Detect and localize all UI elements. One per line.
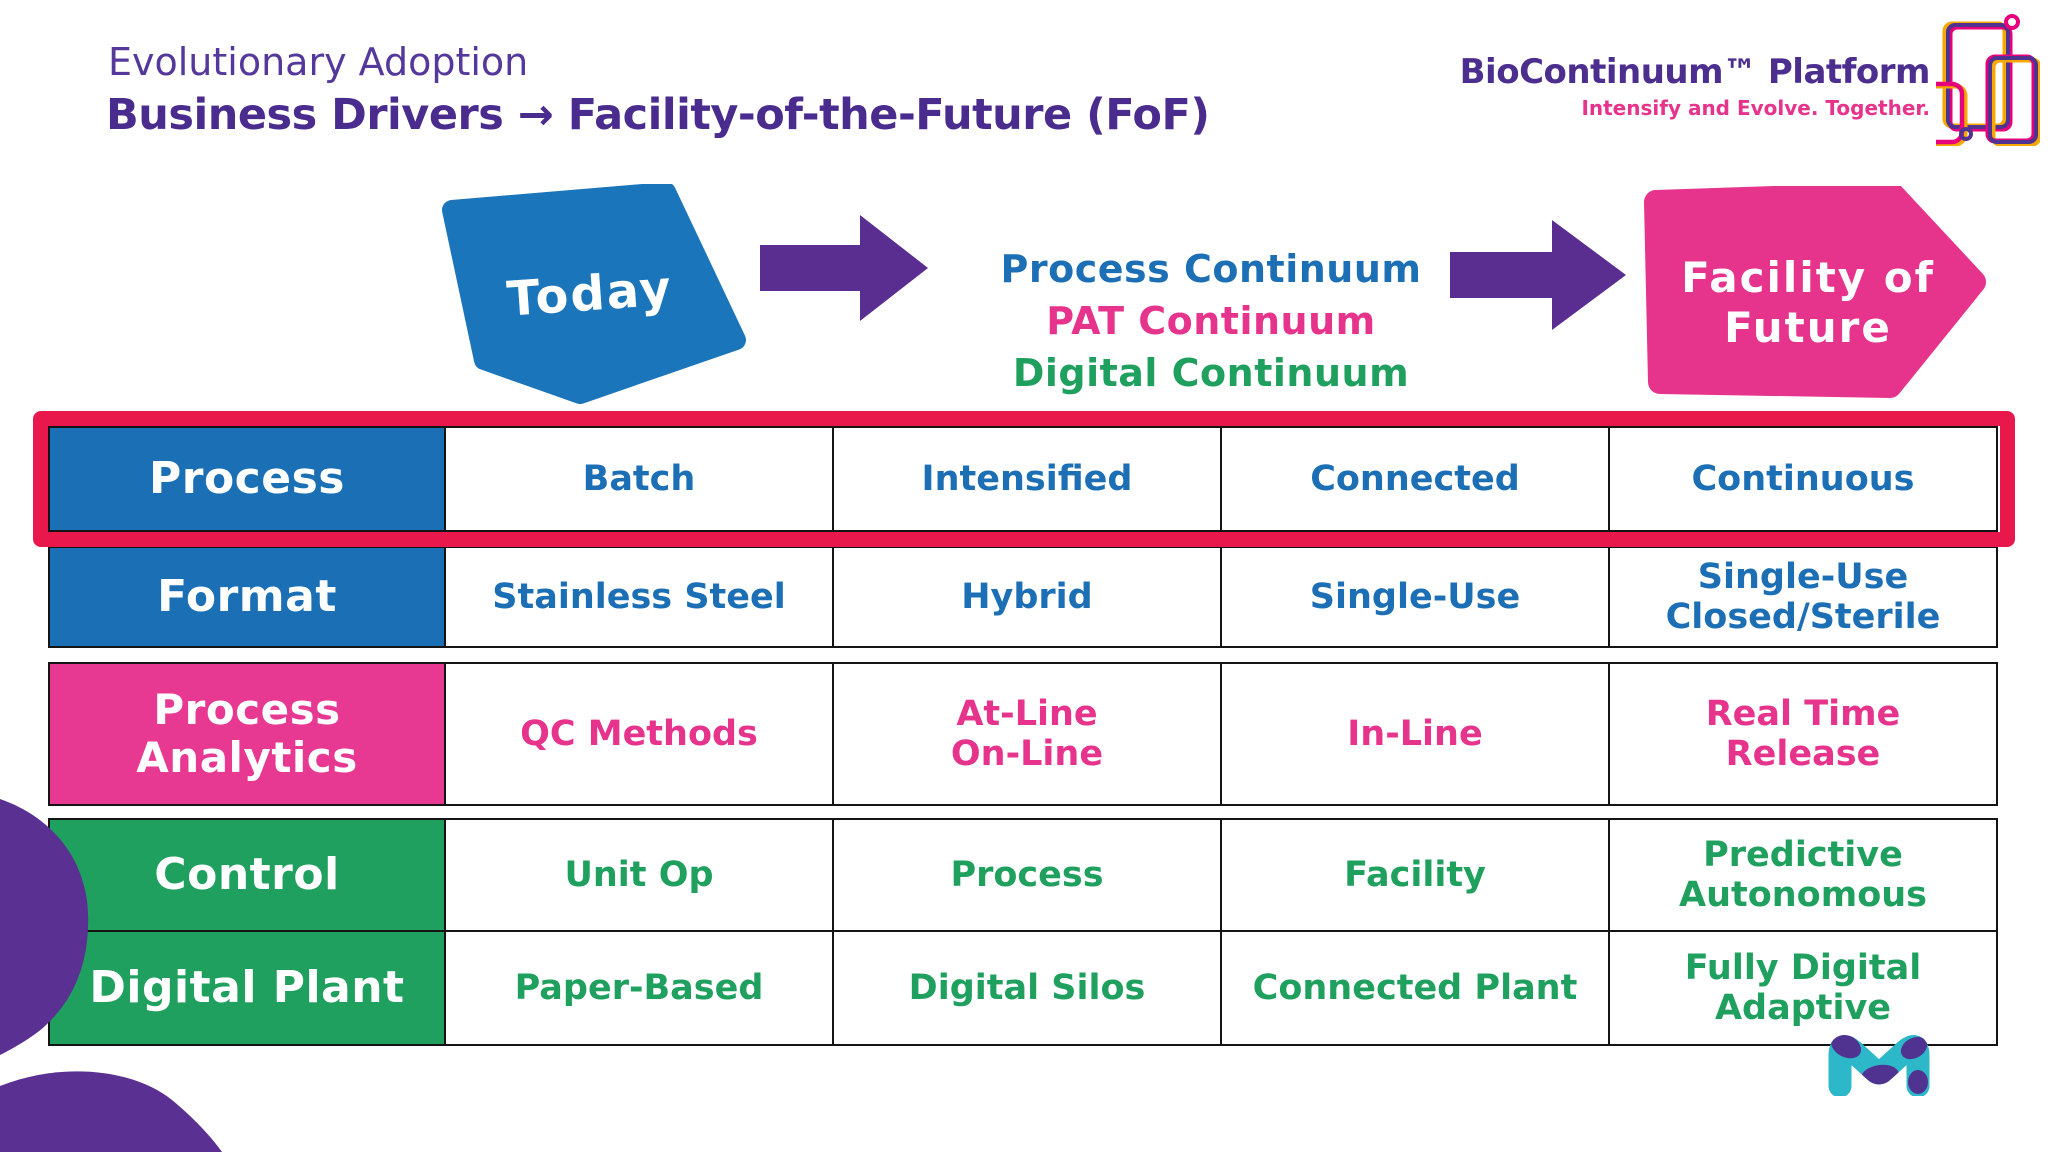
digital-continuum-label: Digital Continuum — [1012, 351, 1410, 395]
flow-arrow-icon — [760, 215, 928, 321]
continuum-list: Process Continuum PAT Continuum Digital … — [950, 243, 1472, 399]
flow-arrow-icon — [1450, 220, 1626, 330]
table-cell: Digital Silos — [832, 932, 1220, 1044]
table-cell: Real Time Release — [1608, 664, 1996, 804]
brand-tagline: Intensify and Evolve. Together. — [1581, 96, 1930, 120]
today-label: Today — [505, 260, 674, 327]
table-cell: Single-Use — [1220, 548, 1608, 646]
table-cell: Hybrid — [832, 548, 1220, 646]
row-header-digital-plant: Digital Plant — [50, 932, 444, 1044]
merck-logo-icon — [1828, 1033, 1930, 1096]
table-cell: Batch — [444, 428, 832, 530]
table-row-process-analytics: Process Analytics QC Methods At-Line On-… — [48, 662, 1998, 806]
table-cell: At-Line On-Line — [832, 664, 1220, 804]
process-continuum-label: Process Continuum — [1000, 247, 1422, 291]
brand-name: BioContinuum™ Platform — [1459, 52, 1931, 92]
future-label-line2: Future — [1724, 303, 1892, 352]
table-cell: Continuous — [1608, 428, 1996, 530]
slide-eyebrow: Evolutionary Adoption — [108, 40, 529, 84]
table-cell: Stainless Steel — [444, 548, 832, 646]
purple-blob-decoration — [0, 799, 89, 1055]
table-cell: QC Methods — [444, 664, 832, 804]
purple-blob-decoration — [0, 1071, 222, 1152]
row-header-process: Process — [50, 428, 444, 530]
table-row-control: Control Unit Op Process Facility Predict… — [48, 818, 1998, 932]
table-cell: Connected Plant — [1220, 932, 1608, 1044]
future-label-line1: Facility of — [1681, 253, 1935, 302]
biocontinuum-vessels-icon — [1936, 14, 2040, 146]
today-shape: Today — [442, 184, 746, 404]
table-cell: Connected — [1220, 428, 1608, 530]
brand-lockup: BioContinuum™ Platform Intensify and Evo… — [1459, 52, 1931, 120]
table-cell: In-Line — [1220, 664, 1608, 804]
table-cell: Fully Digital Adaptive — [1608, 932, 1996, 1044]
page-title: Business Drivers → Facility-of-the-Futur… — [106, 90, 1210, 140]
row-header-format: Format — [50, 548, 444, 646]
table-cell: Single-Use Closed/Sterile — [1608, 548, 1996, 646]
table-cell: Unit Op — [444, 820, 832, 930]
facility-of-future-shape: Facility of Future — [1644, 186, 1986, 398]
table-cell: Process — [832, 820, 1220, 930]
table-row-format: Format Stainless Steel Hybrid Single-Use… — [48, 546, 1998, 648]
table-cell: Predictive Autonomous — [1608, 820, 1996, 930]
table-cell: Paper-Based — [444, 932, 832, 1044]
table-cell: Intensified — [832, 428, 1220, 530]
pat-continuum-label: PAT Continuum — [1046, 299, 1376, 343]
table-row-process: Process Batch Intensified Connected Cont… — [48, 426, 1998, 532]
table-cell: Facility — [1220, 820, 1608, 930]
row-header-process-analytics: Process Analytics — [50, 664, 444, 804]
row-header-control: Control — [50, 820, 444, 930]
table-row-digital-plant: Digital Plant Paper-Based Digital Silos … — [48, 930, 1998, 1046]
